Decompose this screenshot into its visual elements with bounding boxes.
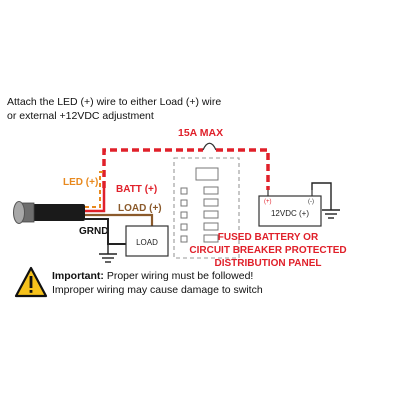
warning-important-label: Important: [52,270,104,282]
panel-indicator [180,211,188,219]
switch-cable-boot [33,204,85,221]
panel-label-line-2: CIRCUIT BREAKER PROTECTED [189,245,346,256]
panel-breaker [203,222,219,231]
batt-wire-label: BATT (+) [116,184,157,195]
panel-breaker [203,186,219,195]
warning-line-1: Important: Proper wiring must be followe… [52,270,253,282]
load-wire [85,213,154,226]
panel-indicator [180,235,188,243]
panel-indicator [180,223,188,231]
load-wire-label: LOAD (+) [118,203,162,214]
fuse-symbol [202,142,217,151]
panel-meter [195,167,219,181]
panel-label-line-3: DISTRIBUTION PANEL [214,258,321,269]
ground-wire-label: GRND [79,226,108,237]
warning-message: Proper wiring must be followed! [103,270,254,282]
panel-indicator [180,187,188,195]
battery [258,195,322,227]
panel-breaker [203,198,219,207]
panel-indicator [180,199,188,207]
batt-wire [85,188,106,213]
load-box-label: LOAD [136,238,158,247]
battery-ground-wire [311,182,332,210]
panel-breaker [203,234,219,243]
instruction-line-1: Attach the LED (+) wire to either Load (… [7,96,222,108]
positive-wire-left [102,148,203,188]
panel-label-line-1: FUSED BATTERY OR [218,232,319,243]
warning-triangle-icon [14,266,48,298]
max-current-label: 15A MAX [178,127,223,139]
ground-wire [85,218,126,245]
led-wire-label: LED (+) [63,177,98,188]
panel-breaker [203,210,219,219]
load-box [125,225,169,257]
push-button-switch-icon [13,201,25,224]
led-wire [85,171,103,208]
warning-line-2: Improper wiring may cause damage to swit… [52,284,263,296]
battery-plus-label: (+) [264,199,272,205]
battery-minus-label: (-) [308,199,314,205]
positive-wire-right [216,148,270,190]
instruction-line-2: or external +12VDC adjustment [7,110,154,122]
battery-label: 12VDC (+) [271,209,309,218]
